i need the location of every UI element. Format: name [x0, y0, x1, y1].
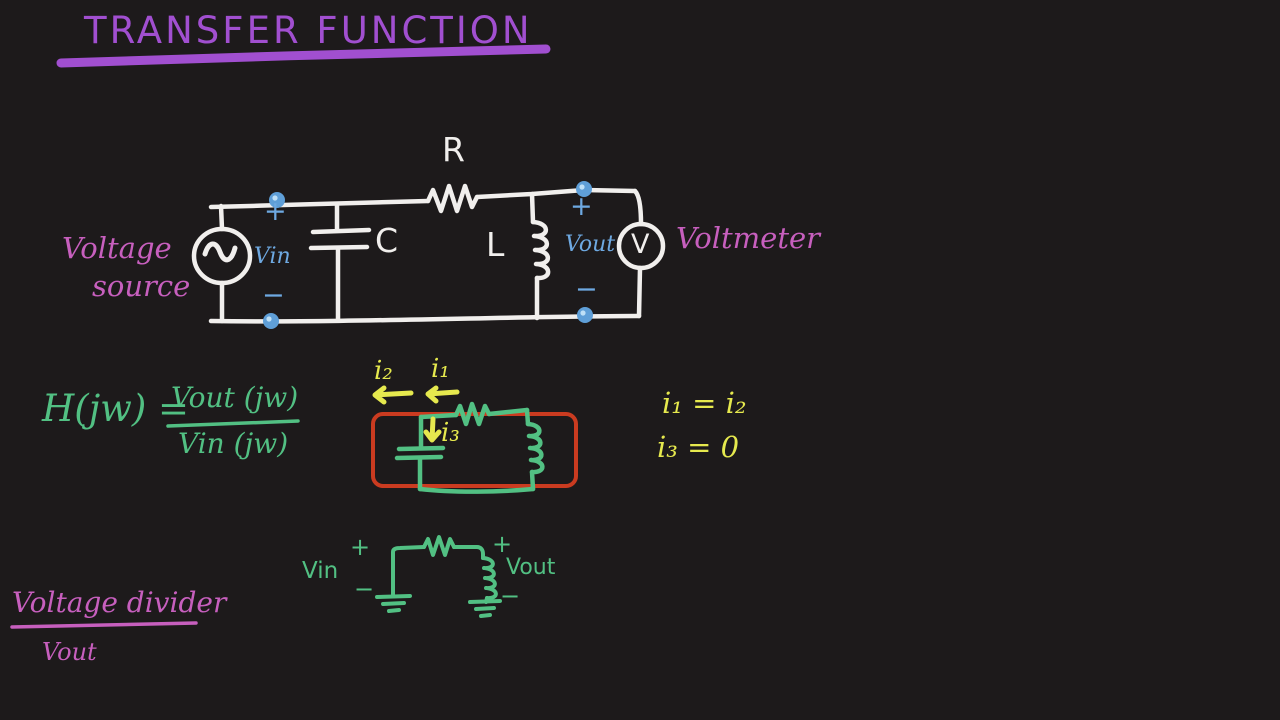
voltage-divider-drawing	[375, 535, 502, 618]
divider-vout-minus-sign: −	[500, 582, 521, 610]
divider-vout-plus-sign: +	[492, 530, 513, 558]
wire	[524, 407, 531, 427]
footer-subheading: Vout	[42, 638, 97, 666]
resistor-label: R	[442, 130, 465, 169]
ground-symbol	[468, 599, 502, 618]
divider-vin-minus-sign: −	[354, 575, 375, 603]
resistor-symbol	[453, 401, 492, 427]
wire	[636, 265, 643, 319]
current-i3-label: i₃	[441, 418, 460, 448]
wire	[218, 203, 225, 232]
voltage-source-caption-line1: Voltage	[62, 231, 172, 265]
vin-label: Vin	[254, 244, 291, 269]
wire	[486, 407, 530, 417]
sine-wave-icon	[202, 241, 238, 263]
wire	[418, 412, 459, 420]
inductor-symbol	[525, 421, 545, 475]
vin-plus-sign: +	[264, 196, 287, 227]
wire	[632, 188, 644, 227]
wire	[417, 486, 536, 494]
voltage-source-caption-line2: source	[92, 269, 191, 303]
main-circuit-drawing	[191, 183, 666, 324]
i1-arrow-left-icon	[425, 385, 460, 404]
capacitor-label: C	[375, 221, 399, 260]
terminal-dot	[577, 307, 593, 323]
terminal-dots	[263, 181, 593, 329]
equation-denominator: Vin (jw)	[178, 427, 289, 460]
i2-arrow-left-icon	[372, 385, 414, 405]
vout-label: Vout	[565, 232, 616, 257]
wire	[529, 469, 536, 492]
capacitor-symbol	[308, 227, 372, 251]
wire	[452, 545, 485, 560]
voltmeter-letter: V	[631, 229, 650, 260]
fraction-bar	[166, 419, 300, 428]
footer-heading: Voltage divider	[12, 586, 227, 619]
inductor-symbol	[530, 219, 551, 281]
inductor-symbol	[481, 556, 498, 601]
resistor-symbol	[425, 183, 480, 214]
wire	[391, 545, 426, 598]
vout-minus-sign: −	[575, 274, 598, 305]
equation-numerator: Vout (jw)	[171, 381, 299, 414]
i3-arrow-down-icon	[423, 416, 442, 443]
wire	[474, 187, 638, 200]
current-equation-line2: i₃ = 0	[657, 430, 740, 464]
title-underline	[56, 44, 551, 68]
divider-vin-label: Vin	[302, 558, 339, 584]
equation-lhs: H(jw) =	[42, 387, 190, 430]
divider-vout-label: Vout	[506, 555, 556, 580]
terminal-dot	[576, 181, 592, 197]
terminal-dot	[263, 313, 279, 329]
ground-symbol	[375, 594, 412, 613]
current-equation-line1: i₁ = i₂	[662, 386, 747, 420]
current-i2-label: i₂	[374, 356, 393, 386]
resistor-symbol	[422, 535, 456, 557]
simplified-circuit-drawing	[394, 401, 545, 494]
footer-underline	[10, 621, 198, 629]
current-arrows	[372, 385, 460, 443]
divider-vin-plus-sign: +	[350, 533, 371, 561]
page-title: TRANSFER FUNCTION	[84, 9, 533, 52]
wire	[208, 198, 431, 210]
inductor-label: L	[486, 225, 505, 264]
wire	[529, 191, 536, 225]
vin-minus-sign: −	[262, 280, 285, 311]
voltmeter-caption: Voltmeter	[676, 221, 821, 255]
vout-plus-sign: +	[570, 191, 593, 222]
terminal-dot	[269, 192, 285, 208]
current-i1-label: i₁	[431, 354, 450, 384]
